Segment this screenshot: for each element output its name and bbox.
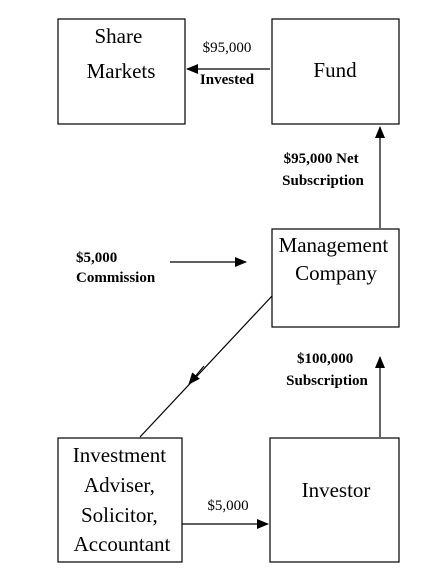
investor-to-mgmt-label: $100,000 Subscription xyxy=(286,351,368,389)
fund-to-markets-caption: Invested xyxy=(200,72,255,88)
investor-box xyxy=(269,437,400,563)
fund-to-markets-amount: $95,000 xyxy=(203,40,252,56)
share-markets-label: Share Markets xyxy=(87,24,156,83)
investment-adviser-box xyxy=(57,437,183,563)
line-mgmt-to-adviser xyxy=(139,295,273,438)
investment-adviser-label: Investment Adviser, Solicitor, Accountan… xyxy=(73,443,172,556)
fund-label: Fund xyxy=(313,58,357,82)
investor-label: Investor xyxy=(302,478,371,502)
commission-label: $5,000 Commission xyxy=(76,250,156,286)
adviser-to-investor-label: $5,000 xyxy=(207,498,248,514)
arrow-mgmt-to-adviser-head xyxy=(188,365,205,385)
share-markets-box xyxy=(57,18,186,125)
management-company-label: Management Company xyxy=(279,233,394,285)
mgmt-to-fund-label: $95,000 Net Subscription xyxy=(282,151,364,189)
management-company-box xyxy=(271,228,400,328)
fund-box xyxy=(271,18,400,125)
